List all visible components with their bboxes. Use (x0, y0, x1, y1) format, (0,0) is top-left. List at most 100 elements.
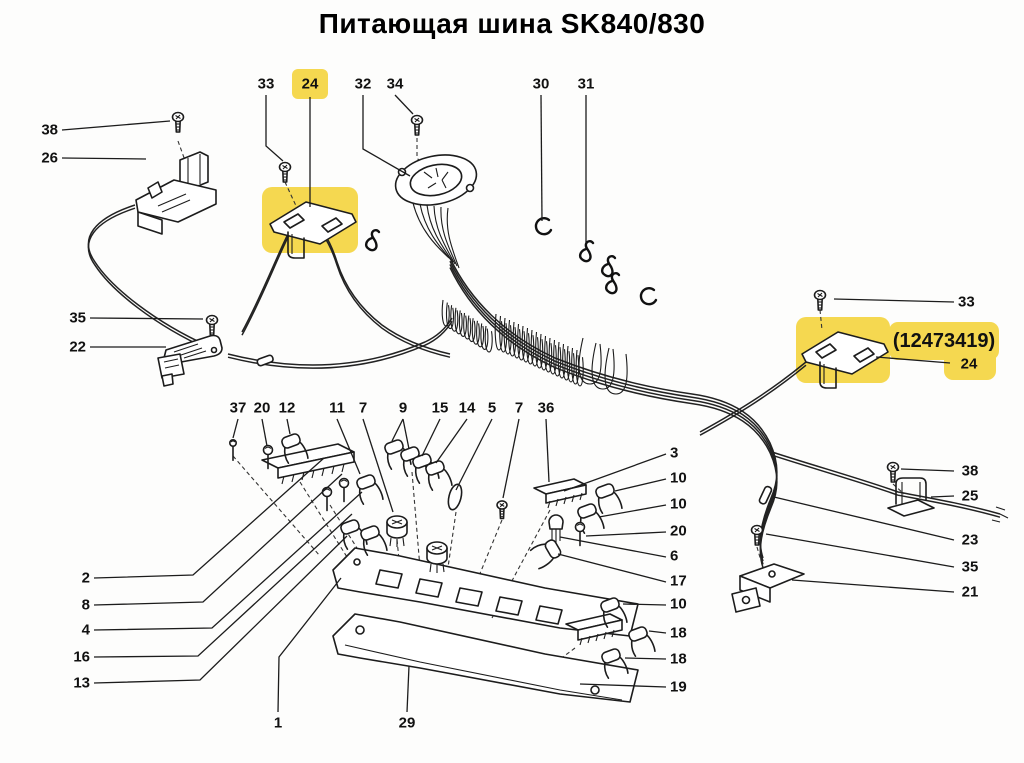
leader-line (540, 94, 543, 222)
leader-line (421, 418, 441, 457)
cable-sleeve-23 (758, 485, 773, 505)
leader-line (502, 418, 520, 499)
part-label-35: 35 (69, 310, 86, 327)
capacitor-part (574, 521, 586, 547)
leader-line (362, 95, 411, 177)
part-label-33: 33 (958, 294, 975, 311)
part-label-17: 17 (670, 573, 687, 590)
leader-line (579, 683, 667, 688)
fuse-part (281, 433, 309, 465)
part-label-8: 8 (82, 597, 90, 614)
leader-line (765, 533, 955, 568)
part-label-1: 1 (274, 715, 282, 732)
leader-line (93, 535, 348, 684)
screw-icon (278, 161, 292, 183)
leader-line (557, 553, 667, 583)
part-label-2: 2 (82, 570, 90, 587)
part-label-4: 4 (82, 622, 91, 639)
part-label-9: 9 (399, 400, 407, 417)
round-cap-part (426, 541, 448, 573)
leader-line (61, 120, 171, 131)
leader-line (585, 531, 667, 537)
part-label-20: 20 (254, 400, 271, 417)
screw-icon (410, 114, 424, 136)
leader-line (773, 496, 955, 541)
highlight-callout-24-right[interactable] (944, 346, 996, 380)
leader-line (930, 495, 955, 498)
part-label-24[interactable]: 24 (302, 76, 319, 93)
hook-clip-icon (600, 255, 617, 278)
fuse-part (356, 474, 384, 506)
connector-32 (394, 154, 478, 206)
part-label-29: 29 (399, 715, 416, 732)
transistor-6 (548, 514, 564, 543)
leader-line (61, 157, 147, 160)
part-label-15: 15 (432, 400, 449, 417)
part-label-30: 30 (533, 76, 550, 93)
leader-line (277, 577, 342, 713)
part-5 (447, 483, 463, 511)
part-label-18: 18 (670, 625, 687, 642)
fuse-part (425, 460, 453, 492)
part-label-18: 18 (670, 651, 687, 668)
part-label-10: 10 (670, 596, 687, 613)
leader-line (598, 504, 667, 518)
hook-clip-icon (364, 229, 381, 252)
part-label-33: 33 (258, 76, 275, 93)
part-label-36: 36 (538, 400, 555, 417)
highlight-callout-24-top[interactable] (292, 69, 328, 99)
part-label-11: 11 (329, 400, 345, 417)
leader-line (391, 418, 404, 442)
part-label-13: 13 (73, 675, 90, 692)
part-label-35: 35 (962, 559, 979, 576)
fuse-part (595, 483, 623, 515)
part-label-23: 23 (962, 532, 979, 549)
leader-line (791, 579, 955, 593)
part-label-32: 32 (355, 76, 372, 93)
leader-line (261, 418, 268, 447)
part-label-7: 7 (359, 400, 367, 417)
parts-art-layer (135, 111, 935, 703)
part-label-10: 10 (670, 470, 687, 487)
c-clip-icon (639, 287, 658, 306)
part-label-16: 16 (73, 649, 90, 666)
leader-line (455, 418, 493, 491)
leader-line (648, 630, 667, 634)
fuse-part (529, 539, 562, 570)
part-label-38: 38 (41, 122, 58, 139)
part-label-25: 25 (962, 488, 979, 505)
screw-icon (496, 500, 508, 520)
fuse-part (600, 597, 628, 629)
ic-chip-36 (533, 478, 587, 509)
round-cap-part (386, 515, 408, 547)
leader-line (93, 513, 353, 658)
leader-line (622, 603, 667, 606)
leader-line (394, 94, 414, 115)
leader-line (614, 478, 667, 492)
hook-clip-icon (578, 240, 595, 263)
part-label-24[interactable]: 24 (961, 356, 978, 373)
leader-line (402, 418, 410, 450)
part-label-12473419[interactable]: (12473419) (893, 330, 995, 352)
leader-line (286, 418, 291, 435)
leader-line (362, 418, 394, 513)
part-label-5: 5 (488, 400, 496, 417)
leader-line (89, 317, 204, 320)
wiring-harness-art (87, 202, 1009, 568)
part-label-14: 14 (459, 400, 476, 417)
screw-icon (205, 314, 219, 336)
leader-line (833, 298, 955, 303)
part-label-6: 6 (670, 548, 678, 565)
part-label-19: 19 (670, 679, 687, 696)
leader-line (559, 536, 667, 558)
leader-line (93, 473, 343, 606)
diagram-title: Питающая шина SK840/830 (318, 8, 706, 39)
part-label-12: 12 (279, 400, 296, 417)
leader-lines (61, 94, 955, 713)
part-label-37: 37 (230, 400, 247, 417)
leader-line (624, 657, 667, 660)
part-label-22: 22 (69, 339, 86, 356)
leader-line (93, 457, 325, 579)
